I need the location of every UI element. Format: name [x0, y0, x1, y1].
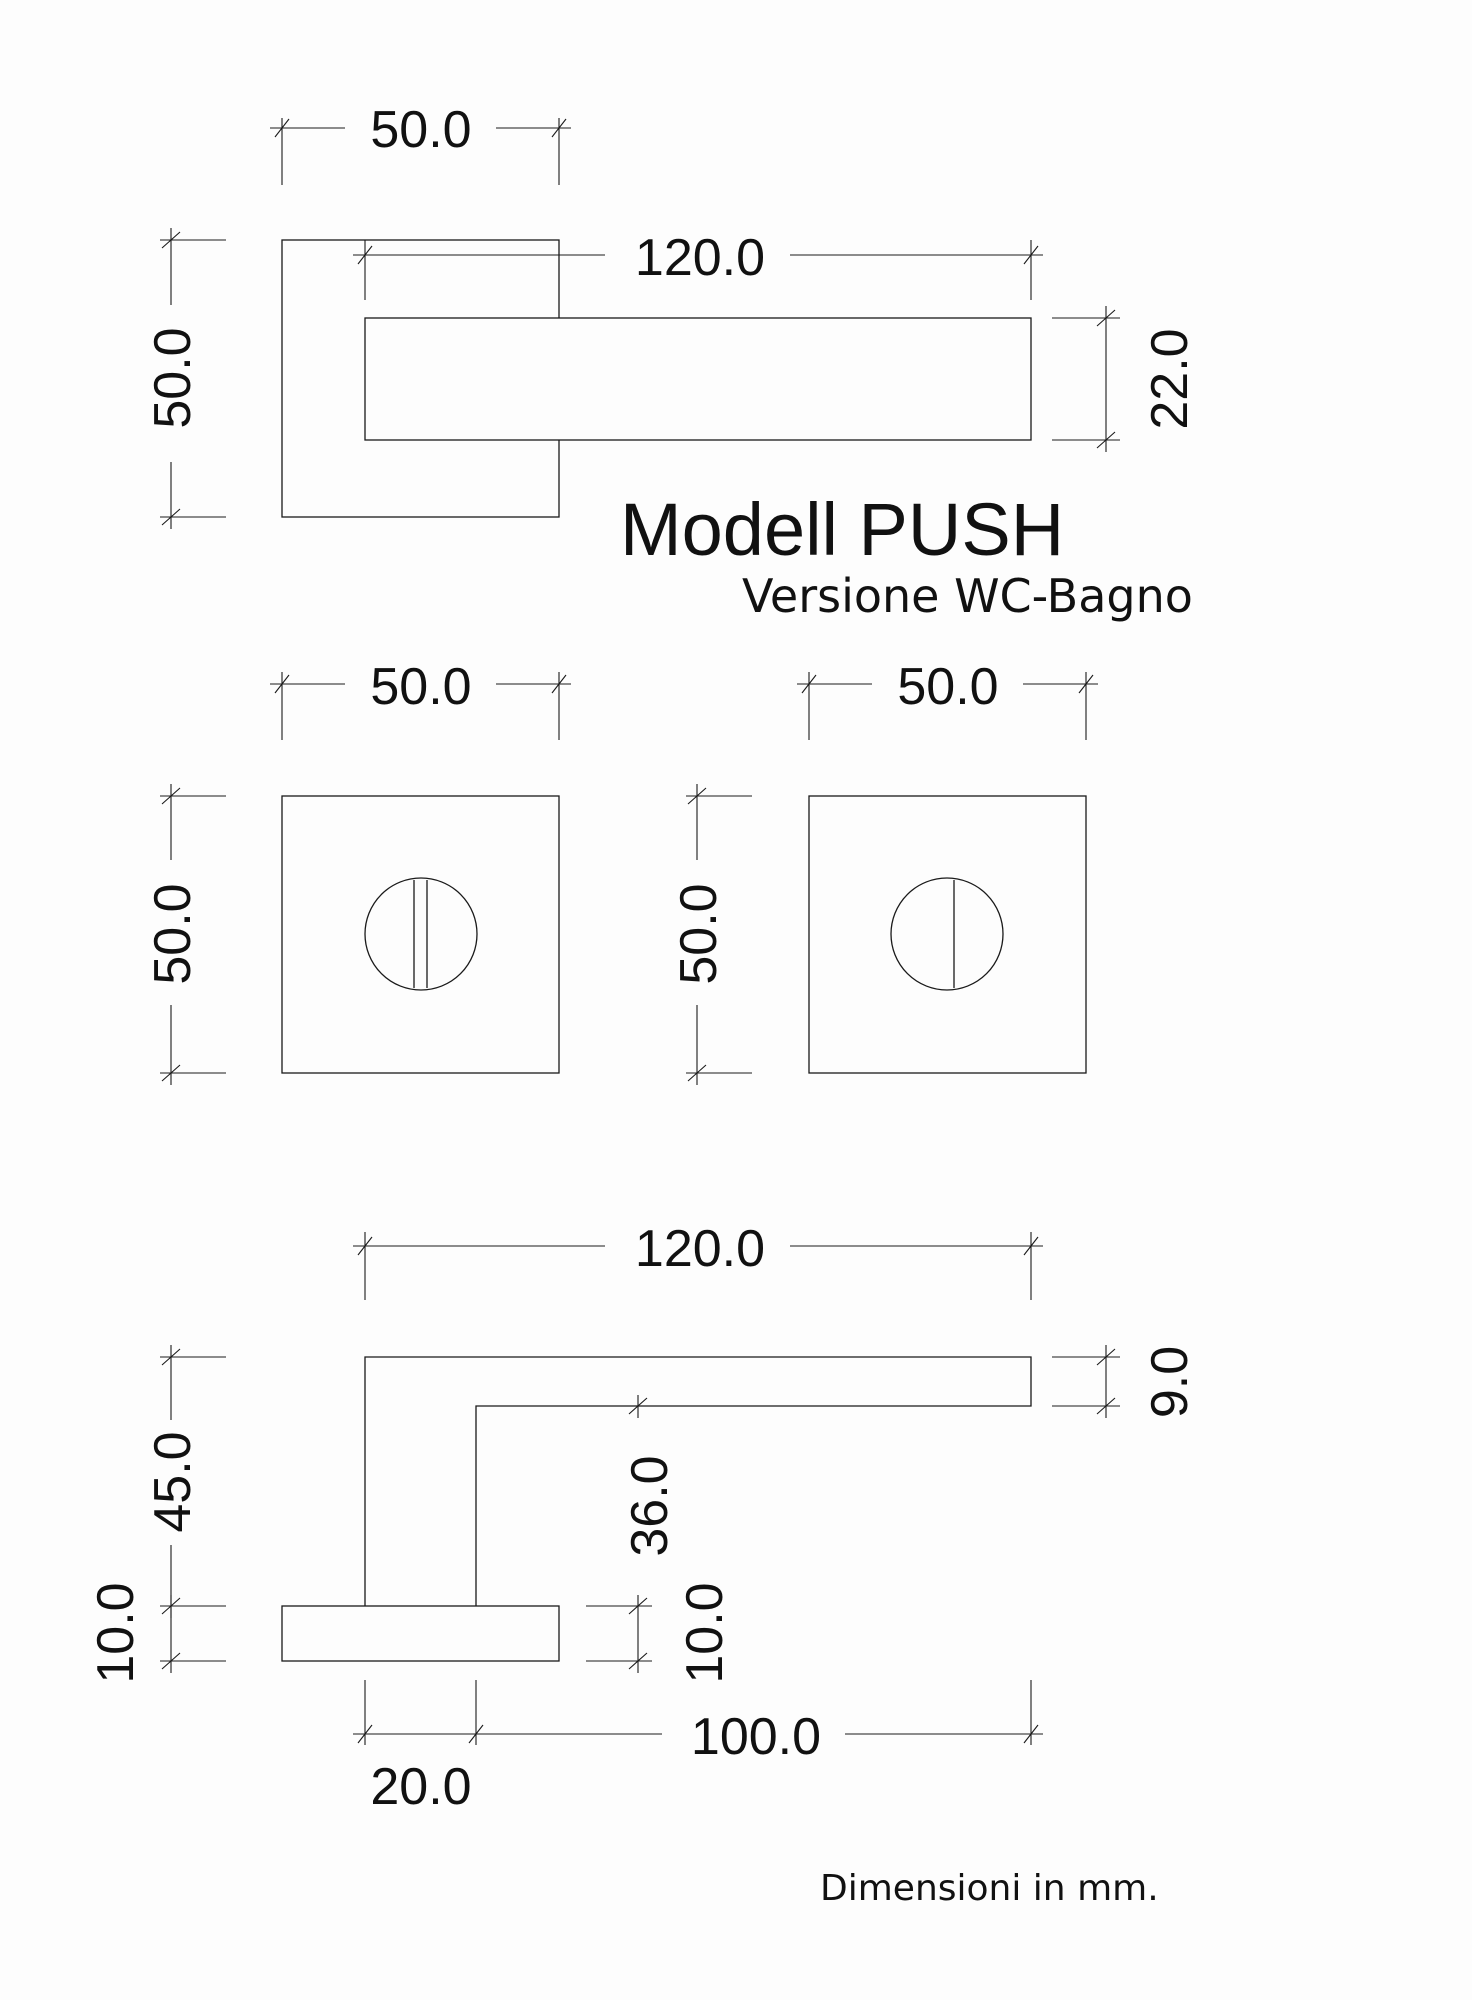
dim-label: 120.0 [635, 1220, 765, 1278]
side-lever-outline [364, 1356, 1032, 1606]
dim-label: 50.0 [670, 883, 728, 984]
dim-label: 20.0 [370, 1758, 471, 1816]
dim-label: 50.0 [897, 658, 998, 716]
dim-side-rosette-thickness-left: 10.0 [87, 1582, 226, 1684]
rosette-left-outline [281, 795, 560, 1074]
dim-label: 50.0 [144, 327, 202, 428]
dim-label: 22.0 [1141, 328, 1199, 429]
dim-rosette-left-width: 50.0 [270, 658, 571, 740]
dim-rosette-right-height: 50.0 [670, 784, 752, 1085]
dim-label: 45.0 [144, 1431, 202, 1532]
rosette-left-view: 50.0 50.0 [144, 658, 571, 1085]
dim-top-rosette-width: 50.0 [270, 101, 571, 185]
rosette-right-outline [808, 795, 1087, 1074]
dim-label: 36.0 [621, 1455, 679, 1556]
top-lever-outline [364, 317, 1032, 441]
dim-side-lever-thickness: 9.0 [1052, 1345, 1199, 1418]
dim-label: 50.0 [370, 658, 471, 716]
dim-side-inner-height: 36.0 [476, 1395, 679, 1557]
dim-side-neck-and-reach: 20.0 100.0 [353, 1680, 1043, 1816]
dim-top-lever-length: 120.0 [353, 229, 1043, 300]
rosette-left-turn-knob [364, 877, 478, 991]
dim-side-total-height: 45.0 [144, 1345, 226, 1618]
dim-label: 120.0 [635, 229, 765, 287]
dim-label: 100.0 [691, 1708, 821, 1766]
dim-label: 50.0 [370, 101, 471, 159]
dim-label: 50.0 [144, 883, 202, 984]
dim-label: 10.0 [87, 1582, 145, 1683]
side-view: 120.0 9.0 45.0 10.0 [87, 1220, 1199, 1816]
rosette-right-indicator [890, 877, 1004, 991]
dim-rosette-left-height: 50.0 [144, 784, 226, 1085]
dim-side-rosette-thickness-right: 10.0 [586, 1582, 734, 1684]
rosette-right-view: 50.0 50.0 [670, 658, 1098, 1085]
side-rosette-outline [281, 1605, 560, 1662]
dim-rosette-right-width: 50.0 [797, 658, 1098, 740]
top-view: 50.0 50.0 120.0 [144, 101, 1199, 529]
dim-label: 9.0 [1141, 1346, 1199, 1418]
dim-top-lever-height: 22.0 [1052, 306, 1199, 452]
units-note: Dimensioni in mm. [820, 1868, 1159, 1909]
model-title: Modell PUSH [620, 488, 1064, 571]
dim-top-rosette-height: 50.0 [144, 228, 226, 529]
dim-side-lever-length: 120.0 [353, 1220, 1043, 1300]
model-subtitle: Versione WC-Bagno [742, 569, 1193, 623]
dim-label: 10.0 [676, 1582, 734, 1683]
